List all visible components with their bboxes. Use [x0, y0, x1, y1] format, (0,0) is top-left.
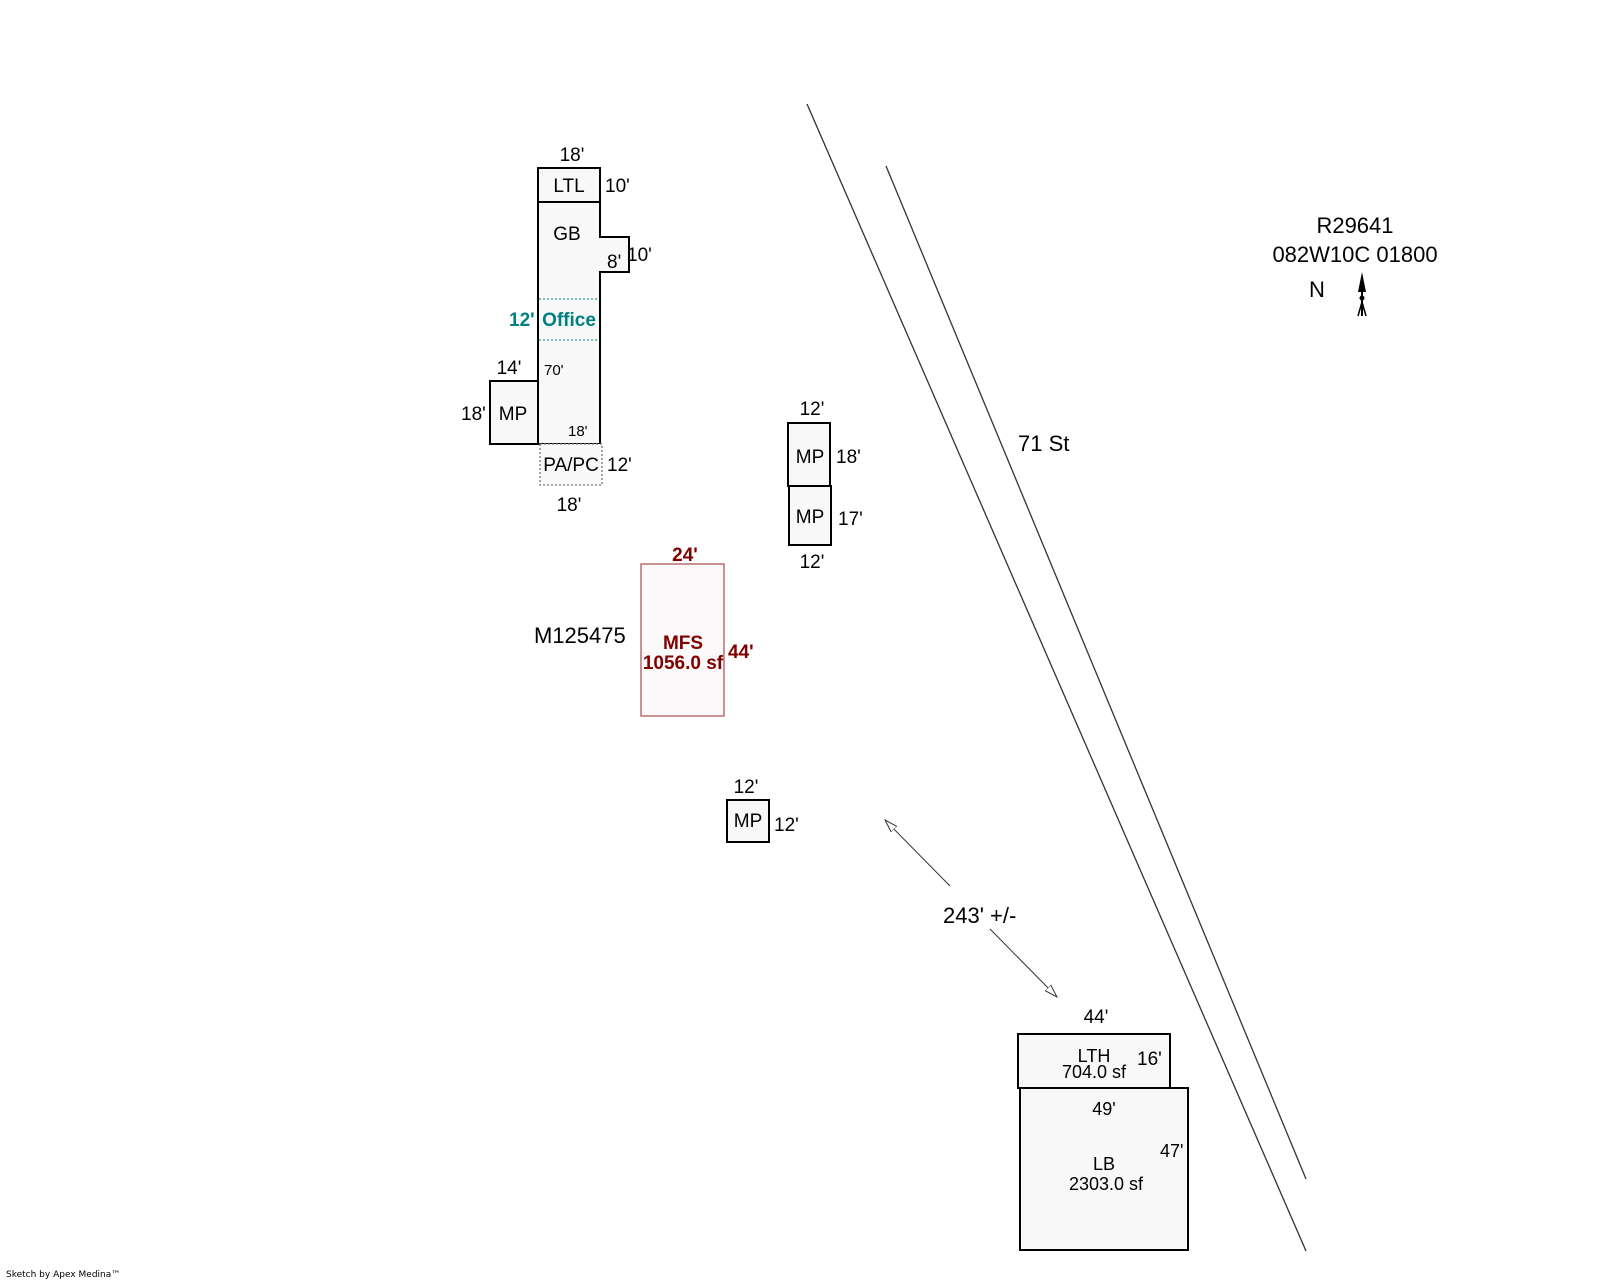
papc-section — [539, 443, 603, 486]
parcel-map-number: 082W10C 01800 — [1272, 242, 1437, 267]
lth-depth: 16' — [1137, 1049, 1162, 1070]
mp-small-label: MP — [734, 811, 763, 832]
parcel-id: R29641 — [1316, 213, 1393, 238]
north-label: N — [1309, 277, 1325, 302]
mfs-area: 1056.0 sf — [643, 653, 724, 674]
sketch-credit: Sketch by Apex Medina™ — [6, 1270, 120, 1280]
lth-area: 704.0 sf — [1062, 1062, 1127, 1082]
office-depth: 12' — [509, 310, 535, 331]
papc-depth: 12' — [607, 455, 632, 476]
mp-small-section — [726, 799, 770, 843]
lb-area: 2303.0 sf — [1069, 1174, 1144, 1194]
gb-label: GB — [553, 224, 580, 245]
mp-upper-section — [787, 422, 831, 487]
mfs-section — [640, 563, 725, 717]
lb-depth: 47' — [1160, 1141, 1183, 1161]
mp-upper-depth: 18' — [836, 447, 861, 468]
gb-bump-width: 8' — [607, 252, 621, 273]
ltl-width: 18' — [560, 145, 585, 166]
mp-attached-width: 14' — [497, 358, 522, 379]
mp-lower-label: MP — [796, 507, 825, 528]
papc-width: 18' — [557, 495, 582, 516]
mp-upper-label: MP — [796, 447, 825, 468]
ltl-section — [537, 167, 601, 203]
distance-label: 243' +/- — [943, 903, 1016, 928]
mobile-id: M125475 — [534, 623, 626, 648]
distance-arrow-upper — [885, 820, 951, 887]
office-label: Office — [542, 310, 596, 331]
mp-lower-depth: 17' — [838, 509, 863, 530]
lb-width: 49' — [1092, 1099, 1115, 1119]
mp-attached-label: MP — [499, 404, 528, 425]
north-arrow-icon — [1357, 272, 1367, 317]
mp-attached-depth: 18' — [461, 404, 486, 425]
gb-length: 70' — [544, 362, 564, 379]
papc-label: PA/PC — [543, 455, 599, 476]
distance-arrow-lower — [989, 928, 1057, 997]
street-name: 71 St — [1018, 431, 1069, 456]
mfs-depth: 44' — [728, 642, 754, 663]
mp-lower-width: 12' — [800, 552, 825, 573]
lth-section — [1017, 1033, 1171, 1089]
lb-section — [1019, 1087, 1189, 1251]
ltl-label: LTL — [553, 176, 584, 197]
mp-small-width: 12' — [734, 777, 759, 798]
lth-width: 44' — [1084, 1007, 1109, 1028]
mp-attached-section — [489, 380, 539, 445]
mfs-label: MFS — [663, 633, 703, 654]
ltl-depth: 10' — [605, 176, 630, 197]
mp-upper-width: 12' — [800, 399, 825, 420]
street-edge-line-east — [885, 165, 1307, 1180]
gb-bump-depth: 10' — [627, 245, 652, 266]
lb-label: LB — [1093, 1154, 1115, 1174]
mfs-width: 24' — [672, 545, 698, 566]
mp-lower-section — [788, 485, 832, 546]
street-edge-line-west — [806, 103, 1307, 1252]
lth-label: LTH — [1078, 1046, 1111, 1066]
mp-small-depth: 12' — [774, 815, 799, 836]
gb-bottom-width: 18' — [568, 423, 588, 440]
